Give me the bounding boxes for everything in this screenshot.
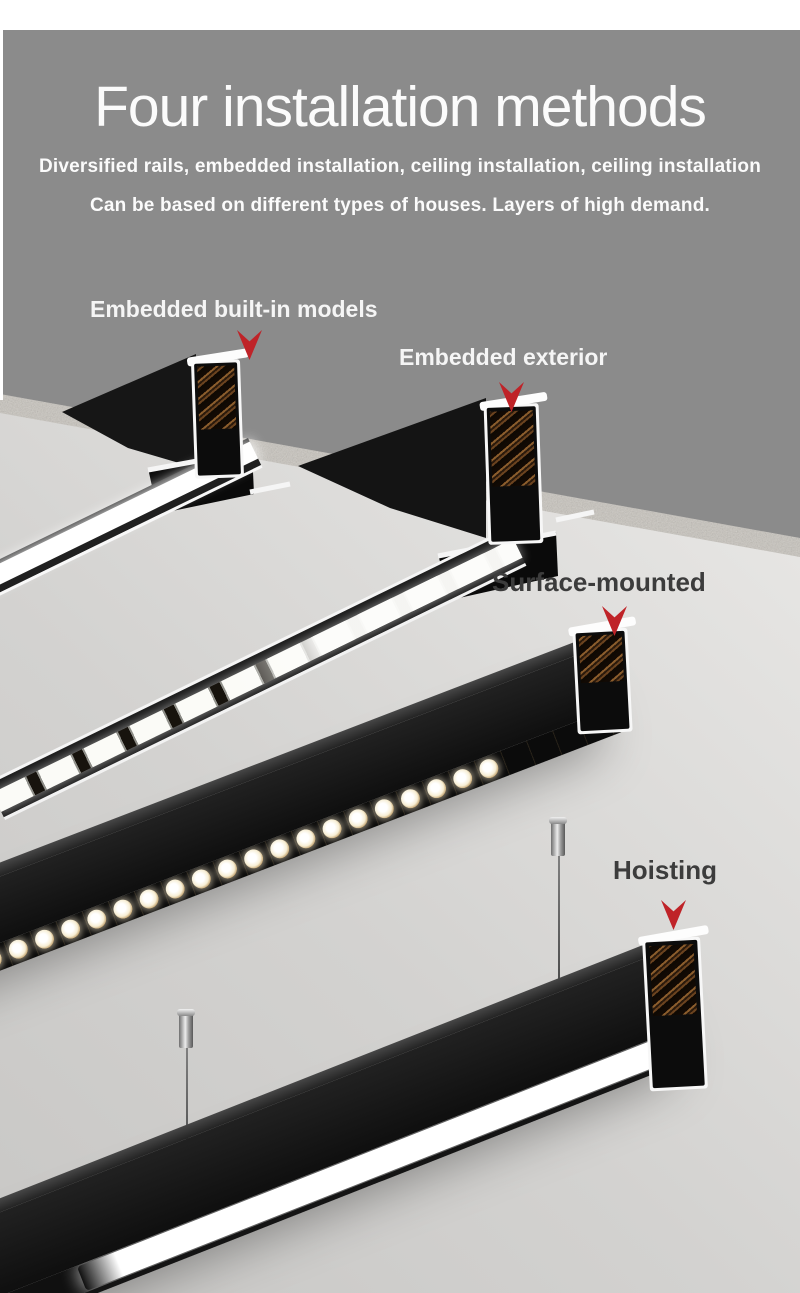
led-spot bbox=[189, 866, 214, 892]
led-spot bbox=[110, 896, 136, 922]
led-spot bbox=[424, 776, 449, 801]
led-spot bbox=[319, 816, 345, 842]
track-cross-section-exterior bbox=[483, 403, 544, 545]
led-spot bbox=[293, 826, 319, 852]
track-profile-body bbox=[645, 939, 705, 1089]
led-spot bbox=[136, 886, 162, 912]
led-spot bbox=[6, 936, 31, 962]
copper-conductors bbox=[197, 365, 237, 430]
track-profile-body bbox=[486, 406, 541, 542]
led-spot bbox=[58, 916, 83, 942]
copper-conductors bbox=[579, 633, 624, 684]
led-spot bbox=[476, 756, 502, 781]
label-surface-mounted: Surface-mounted bbox=[492, 567, 706, 597]
led-spot bbox=[450, 766, 476, 791]
label-embedded-built-in: Embedded built-in models bbox=[90, 296, 378, 322]
header: Four installation methods Diversified ra… bbox=[0, 30, 800, 217]
copper-conductors bbox=[490, 410, 535, 487]
led-spot bbox=[267, 836, 293, 862]
track-profile-body bbox=[194, 362, 241, 476]
suspension-wire bbox=[558, 853, 560, 988]
led-spot bbox=[32, 926, 57, 952]
subtitle-line-2: Can be based on different types of house… bbox=[89, 194, 711, 216]
track-cross-section-hoisting bbox=[642, 936, 708, 1092]
label-hoisting: Hoisting bbox=[613, 855, 717, 885]
copper-conductors bbox=[649, 944, 698, 1017]
suspension-wire bbox=[186, 1046, 188, 1166]
track-profile-body bbox=[575, 630, 630, 732]
led-spot bbox=[398, 786, 423, 811]
track-cross-section-surface bbox=[572, 627, 633, 735]
label-embedded-exterior: Embedded exterior bbox=[399, 344, 608, 370]
led-spot bbox=[372, 796, 397, 822]
led-spot bbox=[162, 876, 188, 902]
ceiling-mount-fitting bbox=[177, 1009, 195, 1048]
led-spot bbox=[0, 946, 5, 972]
led-spot bbox=[215, 856, 240, 882]
track-cross-section-built-in bbox=[190, 359, 245, 479]
led-spot bbox=[241, 846, 266, 872]
led-spot bbox=[84, 906, 110, 932]
ceiling-mount-fitting bbox=[549, 817, 567, 856]
page-title: Four installation methods bbox=[94, 75, 707, 139]
subtitle-line-1: Diversified rails, embedded installation… bbox=[38, 155, 762, 177]
page-left-margin bbox=[0, 30, 3, 400]
led-spot bbox=[345, 806, 371, 832]
